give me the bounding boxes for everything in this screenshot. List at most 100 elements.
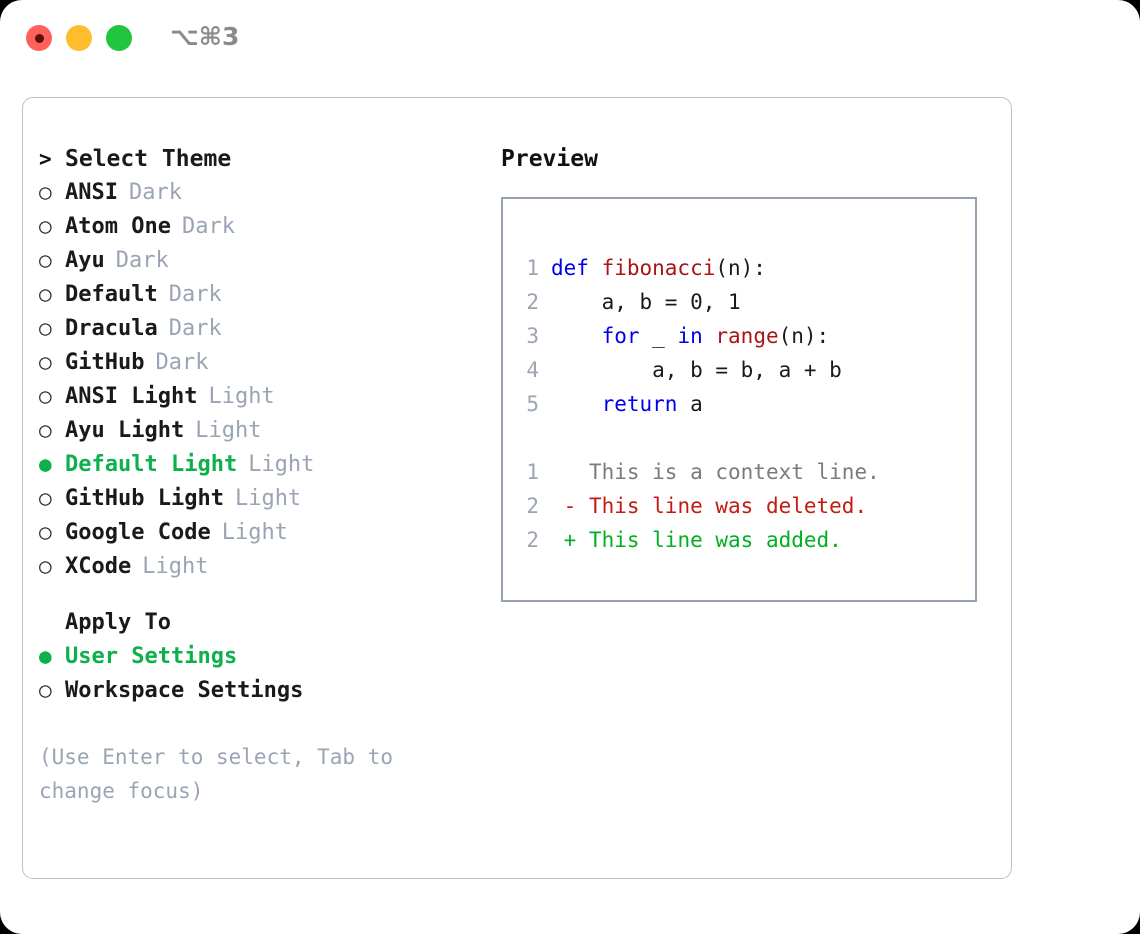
code-token (551, 392, 602, 416)
code-token: a, b = 0, 1 (551, 290, 741, 314)
theme-name-label: Default (65, 282, 158, 307)
code-line: 1 def fibonacci(n): (517, 251, 880, 285)
theme-variant-tag: Dark (168, 316, 222, 341)
line-number: 5 (526, 392, 539, 416)
theme-name-label: Ayu Light (65, 418, 185, 443)
radio-unselected-icon[interactable]: ○ (39, 384, 52, 408)
code-token: a, b = b, a + b (551, 358, 842, 382)
radio-unselected-icon[interactable]: ○ (39, 350, 52, 374)
theme-list-header-label: Select Theme (65, 146, 232, 172)
theme-variant-tag: Dark (155, 350, 209, 375)
radio-unselected-icon[interactable]: ○ (39, 554, 52, 578)
theme-list-item[interactable]: ○ Ayu Dark (39, 248, 479, 282)
line-number: 3 (526, 324, 539, 348)
line-number: 1 (526, 256, 539, 280)
theme-variant-tag: Dark (128, 180, 182, 205)
code-token: in (677, 324, 716, 348)
radio-selected-icon[interactable]: ● (39, 644, 52, 668)
diff-line: 2 - This line was deleted. (517, 489, 880, 523)
theme-list-item[interactable]: ○ GitHub Dark (39, 350, 479, 384)
radio-unselected-icon[interactable]: ○ (39, 520, 52, 544)
code-token: _ (639, 324, 678, 348)
diff-sign: + (551, 528, 577, 552)
preview-title: Preview (501, 146, 598, 172)
code-line: 3 for _ in range(n): (517, 319, 880, 353)
theme-name-label: Atom One (65, 214, 171, 239)
line-number: 2 (526, 528, 539, 552)
theme-name-label: Ayu (65, 248, 105, 273)
diff-text: This line was deleted. (576, 494, 868, 518)
radio-unselected-icon[interactable]: ○ (39, 486, 52, 510)
code-line: 4 a, b = b, a + b (517, 353, 880, 387)
zoom-button-icon[interactable] (106, 25, 132, 51)
theme-name-label: Google Code (65, 520, 211, 545)
theme-variant-tag: Dark (181, 214, 235, 239)
theme-list-item[interactable]: ○ XCode Light (39, 554, 479, 588)
close-button-icon[interactable] (26, 25, 52, 51)
theme-variant-tag: Light (142, 554, 209, 579)
keyboard-hint: (Use Enter to select, Tab to change focu… (39, 745, 394, 803)
code-line: 2 a, b = 0, 1 (517, 285, 880, 319)
apply-to-item[interactable]: ● User Settings (39, 644, 479, 678)
window-controls (26, 25, 132, 51)
apply-to-item[interactable]: ○ Workspace Settings (39, 678, 479, 712)
code-token: fibonacci (601, 256, 716, 280)
theme-variant-tag: Dark (168, 282, 222, 307)
theme-variant-tag: Light (221, 520, 288, 545)
theme-list-item[interactable]: ● Default Light Light (39, 452, 479, 486)
diff-line: 2 + This line was added. (517, 523, 880, 557)
theme-name-label: XCode (65, 554, 132, 579)
theme-list-item[interactable]: ○ Atom One Dark (39, 214, 479, 248)
apply-to-header-spacer (39, 610, 65, 634)
theme-list-item[interactable]: ○ Ayu Light Light (39, 418, 479, 452)
code-token: range (715, 324, 779, 348)
diff-separator (517, 421, 880, 455)
radio-selected-icon[interactable]: ● (39, 452, 52, 476)
theme-variant-tag: Light (234, 486, 302, 511)
code-token: def (551, 256, 602, 280)
apply-to-item-label: Workspace Settings (65, 678, 304, 703)
radio-unselected-icon[interactable]: ○ (39, 214, 52, 238)
radio-unselected-icon[interactable]: ○ (39, 282, 52, 306)
code-token: for (601, 324, 640, 348)
theme-list-item[interactable]: ○ Default Dark (39, 282, 479, 316)
line-number: 2 (526, 494, 539, 518)
code-token: (n): (715, 256, 766, 280)
apply-to-header-label: Apply To (65, 610, 171, 635)
hint-spacer (39, 712, 479, 734)
apply-to-list[interactable]: Apply To ● User Settings ○ Workspace Setting… (39, 610, 479, 712)
theme-variant-tag: Light (248, 452, 315, 477)
apply-to-item-label: User Settings (65, 644, 238, 669)
theme-name-label: Default Light (65, 452, 238, 477)
radio-unselected-icon[interactable]: ○ (39, 248, 52, 272)
code-token: return (601, 392, 678, 416)
diff-line: 1 This is a context line. (517, 455, 880, 489)
radio-unselected-icon[interactable]: ○ (39, 418, 52, 442)
line-number: 4 (526, 358, 539, 382)
theme-name-label: GitHub (65, 350, 145, 375)
theme-variant-tag: Light (195, 418, 262, 443)
diff-text: This is a context line. (576, 460, 880, 484)
theme-list-header: > Select Theme (39, 146, 479, 180)
cursor-arrow-icon: > (39, 147, 52, 171)
theme-name-label: ANSI Light (65, 384, 198, 409)
diff-text: This line was added. (576, 528, 842, 552)
theme-list-item[interactable]: ○ ANSI Dark (39, 180, 479, 214)
radio-unselected-icon[interactable]: ○ (39, 316, 52, 340)
theme-list-item[interactable]: ○ Google Code Light (39, 520, 479, 554)
minimize-button-icon[interactable] (66, 25, 92, 51)
radio-unselected-icon[interactable]: ○ (39, 180, 52, 204)
radio-unselected-icon[interactable]: ○ (39, 678, 52, 702)
theme-variant-tag: Dark (115, 248, 169, 273)
theme-name-label: ANSI (65, 180, 118, 205)
code-token: (n): (778, 324, 830, 348)
